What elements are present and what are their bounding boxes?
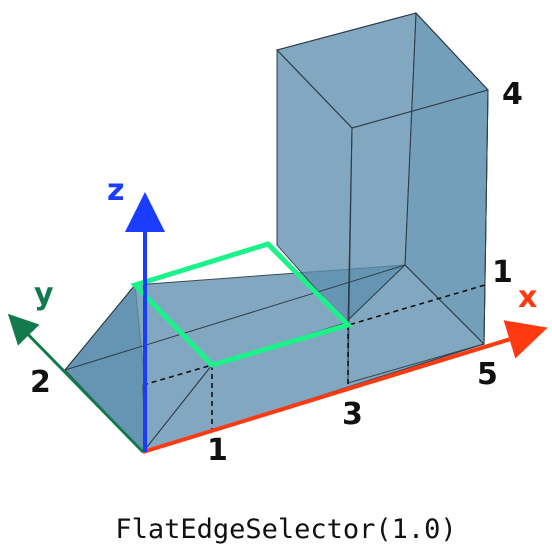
dim-label-z-high: 4	[502, 77, 523, 112]
selected-flat-edges	[130, 241, 353, 368]
dim-label-x-near: 1	[207, 433, 228, 468]
dim-label-x-mid: 3	[342, 397, 363, 432]
y-axis-arrow	[7, 313, 145, 454]
z-axis-label: z	[107, 173, 124, 208]
dim-label-x-far: 5	[477, 357, 498, 392]
caption: FlatEdgeSelector(1.0)	[115, 514, 456, 545]
x-axis-arrow	[142, 320, 548, 454]
solid-body	[64, 11, 489, 454]
x-axis-label: x	[518, 280, 537, 315]
dim-label-y-width: 2	[30, 365, 51, 400]
dim-label-z-low: 1	[492, 255, 513, 290]
y-axis-label: y	[34, 277, 54, 312]
